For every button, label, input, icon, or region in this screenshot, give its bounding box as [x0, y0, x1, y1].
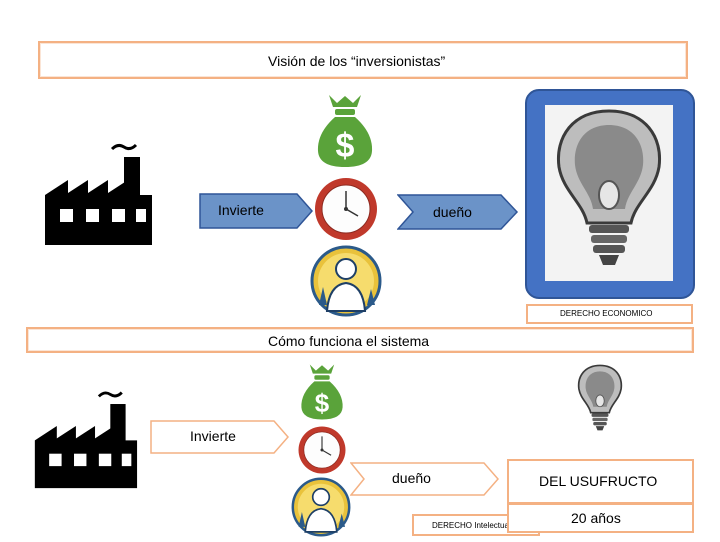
invest-arrow-bottom: Invierte [150, 420, 290, 454]
usufruct-box: DEL USUFRUCTO [507, 459, 694, 504]
money-bag-icon: $ [315, 93, 375, 169]
lightbulb-icon [556, 109, 662, 265]
invest-label-bottom: Invierte [190, 428, 236, 444]
factory-icon [30, 383, 140, 490]
svg-text:$: $ [315, 390, 330, 418]
owner-label-top: dueño [433, 204, 472, 220]
bottom-title: Cómo funciona el sistema [268, 333, 430, 349]
lightbulb-icon [573, 360, 627, 440]
clock-icon [313, 176, 379, 242]
lightbulb-panel-inner [545, 105, 673, 281]
bottom-title-banner: Cómo funciona el sistema [26, 327, 694, 353]
svg-text:$: $ [336, 127, 355, 165]
top-title: Visión de los “inversionistas” [268, 53, 446, 69]
intellectual-right-label: DERECHO Intelectual [432, 521, 511, 530]
top-title-banner: Visión de los “inversionistas” [38, 41, 688, 79]
lightbulb-panel [525, 89, 695, 299]
scientist-icon [305, 245, 387, 317]
years-label: 20 años [571, 510, 621, 526]
owner-arrow-bottom: dueño [350, 462, 500, 496]
owner-arrow-top: dueño [397, 194, 519, 230]
money-bag-icon: $ [299, 363, 345, 421]
economic-right-box: DERECHO ECONOMICO [526, 304, 693, 324]
usufruct-label: DEL USUFRUCTO [539, 473, 658, 489]
factory-icon [40, 135, 155, 247]
owner-label-bottom: dueño [392, 470, 431, 486]
years-box: 20 años [507, 503, 694, 533]
scientist-icon [287, 477, 355, 537]
clock-icon [297, 425, 347, 475]
invest-label-top: Invierte [218, 202, 264, 218]
invest-arrow-top: Invierte [199, 193, 314, 229]
economic-right-label: DERECHO ECONOMICO [560, 309, 653, 318]
